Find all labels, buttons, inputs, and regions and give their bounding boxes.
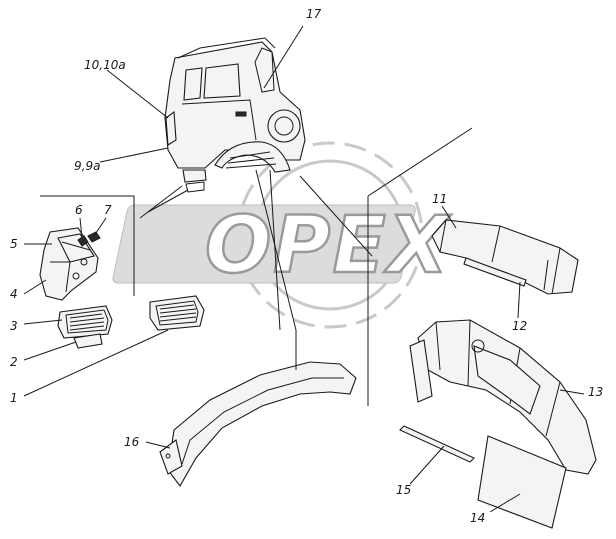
part-11-fender-end: [551, 247, 561, 295]
part-16-fender-shell: [167, 361, 357, 487]
part-2-step-bracket: [73, 333, 103, 349]
cab-front-step: [182, 169, 207, 183]
truck-cab: [164, 37, 306, 193]
label-11: 11: [432, 192, 447, 206]
label-9-9a: 9,9a: [74, 159, 100, 173]
leader-12: [517, 281, 521, 319]
part-1-step-grid: [155, 300, 199, 326]
part-3-step-grid-lines: [69, 313, 105, 331]
part-16-mount-bracket: [159, 439, 183, 475]
leader-2: [23, 341, 77, 361]
leader-14: [489, 493, 521, 513]
leader-15: [409, 445, 445, 485]
cab-window-side: [203, 63, 241, 99]
part-7-bolt: [87, 231, 101, 243]
callout-labels: 10,10a 9,9a 17 6 7 5 4 3 2 1 11 12 13 14…: [10, 7, 603, 525]
part-1-step: [149, 295, 205, 331]
label-12: 12: [512, 319, 527, 333]
label-14: 14: [470, 511, 485, 525]
part-13-clamp: [471, 339, 485, 353]
label-2: 2: [10, 355, 18, 369]
part-11-fender-shell: [431, 219, 579, 295]
part-14-mud-flap: [477, 435, 567, 529]
cab-rear-wheel-hub: [274, 116, 294, 136]
leader-4: [23, 279, 47, 295]
leader-7: [93, 217, 107, 237]
leader-6: [79, 217, 83, 239]
part-13-rear-fender: [409, 319, 597, 475]
part-12-mud-strip: [463, 257, 527, 287]
assembly-line-steps-2: [147, 189, 189, 213]
leader-16: [145, 441, 171, 449]
part-15-strip: [399, 425, 475, 463]
part-16-front-fender: [159, 361, 357, 487]
part-4-5-bracket: [39, 227, 99, 301]
part-16-hole: [165, 453, 171, 459]
leader-17: [263, 25, 304, 89]
label-16: 16: [124, 435, 140, 449]
label-6: 6: [75, 203, 83, 217]
assembly-line-rear-upper: [367, 127, 473, 197]
cab-arch-grating: [225, 151, 277, 169]
assembly-line-front-fender: [255, 169, 297, 370]
cab-rear-wheel: [267, 109, 301, 143]
label-10-10a: 10,10a: [84, 58, 126, 72]
part-4-bracket-edge: [50, 261, 71, 293]
label-4: 4: [10, 287, 18, 301]
part-3-step-grid: [65, 309, 109, 334]
part-13-inner-panel: [473, 345, 541, 415]
part-1-step-tread: [149, 295, 205, 331]
label-13: 13: [588, 385, 603, 399]
label-7: 7: [104, 203, 112, 217]
leader-13: [559, 389, 585, 395]
group-frame: [40, 195, 135, 296]
cab-headlight: [165, 110, 177, 146]
part-11-fender-ribs: [439, 219, 549, 291]
label-5: 5: [10, 237, 18, 251]
part-5-bracket-top: [57, 233, 95, 263]
label-15: 15: [396, 483, 411, 497]
cab-roof: [177, 37, 276, 59]
part-11-12-rear-fender: [431, 219, 579, 295]
cab-front-step-lower: [185, 181, 205, 193]
assembly-line-rear: [299, 175, 373, 257]
assembly-line-front-fender-2: [269, 169, 281, 331]
assembly-line-steps: [139, 185, 183, 219]
label-3: 3: [10, 319, 18, 333]
part-13-fender-ribs: [435, 319, 561, 437]
leader-3: [23, 319, 63, 325]
leader-10: [106, 69, 169, 119]
leader-lines: [23, 25, 585, 513]
cab-window-front: [183, 67, 203, 101]
part-bracket-rib: [61, 241, 91, 251]
part-13-mount-bracket: [409, 339, 433, 403]
cab-door-line: [181, 99, 257, 141]
cab-rear-pillar: [254, 47, 275, 93]
part-16-fender-edge: [181, 377, 344, 465]
cab-door-handle: [235, 111, 247, 117]
part-2-3-step: [57, 305, 113, 349]
part-bracket-hole-1: [80, 258, 88, 266]
part-1-step-grid-lines: [159, 304, 197, 322]
label-17: 17: [306, 7, 322, 21]
leader-11: [441, 205, 457, 229]
watermark-logo-text: OPEX: [205, 201, 452, 291]
leader-9: [99, 147, 169, 163]
label-1: 1: [10, 391, 18, 405]
part-bracket-hole-2: [72, 272, 80, 280]
leader-1: [23, 329, 169, 397]
